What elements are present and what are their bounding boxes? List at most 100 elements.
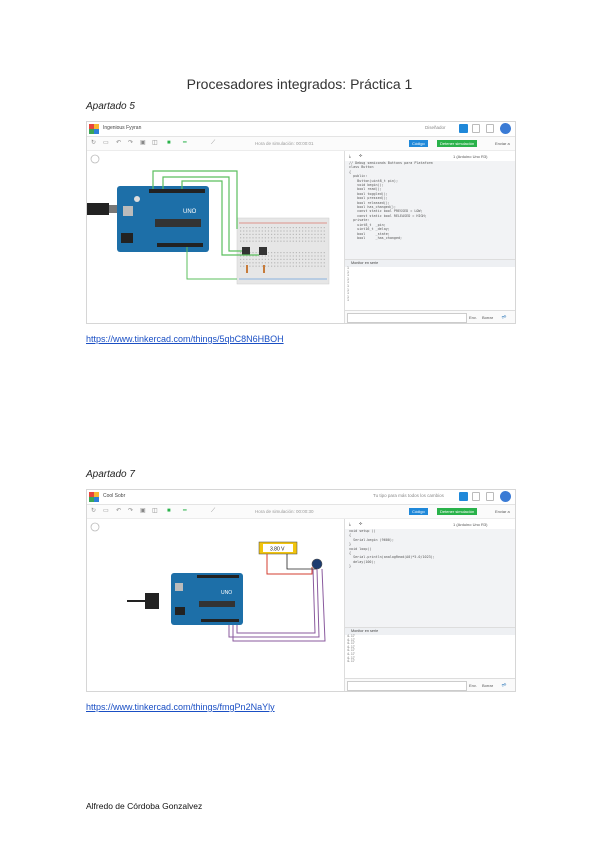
share-button[interactable]: Enviar a <box>495 509 510 514</box>
undo-icon[interactable]: ↶ <box>116 140 122 146</box>
tinkercad-screenshot-2: Cool Sobr Tu tipo para más todos los cam… <box>86 489 516 692</box>
code-editor[interactable]: // Debug semiconds Buttons para Platafor… <box>345 161 515 259</box>
app-topbar: Ingenious Fyyran Diseñador <box>87 122 515 137</box>
wire-type-icon[interactable]: ━ <box>183 140 187 146</box>
analog-header <box>157 243 203 247</box>
code-editor[interactable]: void setup (){ Serial.begin (9600);}void… <box>345 529 515 627</box>
serial-monitor-header[interactable]: Monitor en serie <box>345 259 515 267</box>
serial-clear-button[interactable]: Borrar <box>482 683 494 688</box>
wire-type-icon[interactable]: ━ <box>183 508 187 514</box>
wire-tool-icon[interactable]: ⟋ <box>211 140 216 146</box>
board-select[interactable]: 1 (Arduino Uno R3) <box>453 522 488 527</box>
section-heading-apartado-5: Apartado 5 <box>86 101 135 112</box>
serial-line: 4.17 <box>347 651 355 656</box>
serial-line: 1 <box>347 269 349 274</box>
stop-simulation-button[interactable]: Detener simulación <box>437 140 478 147</box>
top-label: Tu tipo para más todos los cambios <box>373 493 444 498</box>
color-green-icon[interactable]: ■ <box>167 140 171 146</box>
code-line: } <box>349 564 352 569</box>
upload-icon[interactable]: ⤓ <box>349 153 351 158</box>
wire-tool-icon[interactable]: ⟋ <box>211 508 216 514</box>
code-panel: ⤓ ✣ 1 (Arduino Uno R3) void setup (){ Se… <box>344 519 515 691</box>
rotate-icon[interactable]: ↻ <box>91 508 97 514</box>
tinkercad-link-2[interactable]: https://www.tinkercad.com/things/fmgPn2N… <box>86 702 275 712</box>
code-line: uint16_t _delay; <box>349 227 390 232</box>
serial-send-button[interactable]: Env. <box>469 683 477 688</box>
redo-icon[interactable]: ↷ <box>128 140 134 146</box>
delete-icon[interactable]: ▭ <box>103 508 109 514</box>
redo-icon[interactable]: ↷ <box>128 508 134 514</box>
circuit-view-button[interactable] <box>459 124 468 133</box>
serial-line: 1 <box>347 280 349 285</box>
graph-icon[interactable]: ⩫ <box>501 314 507 321</box>
code-button[interactable]: Código <box>409 140 428 147</box>
digital-header <box>149 189 205 193</box>
microcontroller-chip <box>199 601 235 607</box>
circuit-canvas[interactable]: UNO <box>87 151 345 323</box>
debug-icon[interactable]: ✣ <box>359 153 363 158</box>
circuit-view-button[interactable] <box>459 492 468 501</box>
note-icon[interactable]: ▣ <box>140 140 146 146</box>
delete-icon[interactable]: ▭ <box>103 140 109 146</box>
schematic-view-button[interactable] <box>472 124 480 133</box>
top-label: Diseñador <box>425 125 446 130</box>
color-green-icon[interactable]: ■ <box>167 508 171 514</box>
graph-icon[interactable]: ⩫ <box>501 682 507 689</box>
wire-green-2 <box>162 176 242 252</box>
debug-icon[interactable]: ✣ <box>359 521 363 526</box>
editor-toolbar: ↻ ▭ ↶ ↷ ▣ ◫ ■ ━ ⟋ Hora de simulación: 00… <box>87 505 515 519</box>
user-avatar[interactable] <box>500 491 511 502</box>
code-line: bool _has_changed; <box>349 235 403 240</box>
upload-icon[interactable]: ⤓ <box>349 521 351 526</box>
board-select[interactable]: 1 (Arduino Uno R3) <box>453 154 488 159</box>
project-name[interactable]: Ingenious Fyyran <box>103 125 142 131</box>
serial-input[interactable] <box>347 681 467 691</box>
resistor-1 <box>246 265 248 273</box>
serial-input-bar: Env. Borrar ⩫ <box>345 678 515 691</box>
serial-send-button[interactable]: Env. <box>469 315 477 320</box>
potentiometer <box>311 558 323 570</box>
power-jack <box>121 233 133 243</box>
code-line: } <box>349 542 352 547</box>
serial-line: 1 <box>347 298 349 303</box>
tinkercad-logo <box>89 492 99 502</box>
serial-line: 1 <box>347 283 349 288</box>
usb-port <box>175 583 183 591</box>
editor-toolbar: ↻ ▭ ↶ ↷ ▣ ◫ ■ ━ ⟋ Hora de simulación: 00… <box>87 137 515 151</box>
schematic-view-button[interactable] <box>472 492 480 501</box>
flip-icon[interactable]: ◫ <box>152 140 158 146</box>
rotate-icon[interactable]: ↻ <box>91 140 97 146</box>
serial-monitor-header[interactable]: Monitor en serie <box>345 627 515 635</box>
tinkercad-screenshot-1: Ingenious Fyyran Diseñador ↻ ▭ ↶ ↷ ▣ ◫ ■… <box>86 121 516 324</box>
stop-simulation-button[interactable]: Detener simulación <box>437 508 478 515</box>
code-button[interactable]: Código <box>409 508 428 515</box>
flip-icon[interactable]: ◫ <box>152 508 158 514</box>
user-avatar[interactable] <box>500 123 511 134</box>
share-button[interactable]: Enviar a <box>495 141 510 146</box>
wire-black <box>286 554 317 570</box>
circuit-canvas[interactable]: UNO 3.80 V <box>87 519 345 691</box>
usb-cable <box>87 203 109 215</box>
serial-input[interactable] <box>347 313 467 323</box>
author-name: Alfredo de Córdoba Gonzalvez <box>86 801 203 811</box>
undo-icon[interactable]: ↶ <box>116 508 122 514</box>
usb-plug <box>109 205 119 213</box>
tinkercad-logo <box>89 124 99 134</box>
note-icon[interactable]: ▣ <box>140 508 146 514</box>
list-view-button[interactable] <box>486 124 494 133</box>
code-line: void setup () <box>349 529 376 533</box>
list-view-button[interactable] <box>486 492 494 501</box>
uno-logo: UNO <box>221 590 232 596</box>
serial-clear-button[interactable]: Borrar <box>482 315 494 320</box>
code-line: Button(uint8_t pin); <box>349 178 398 183</box>
project-name[interactable]: Cool Sobr <box>103 493 126 499</box>
microcontroller-chip <box>155 219 201 227</box>
code-line: { <box>349 169 352 174</box>
serial-line: 4.17 <box>347 655 355 660</box>
code-line: void begin(); <box>349 183 384 188</box>
push-button-2 <box>259 247 267 255</box>
arduino-uno-board <box>171 573 243 625</box>
tinkercad-link-1[interactable]: https://www.tinkercad.com/things/5qbC8N6… <box>86 334 284 344</box>
serial-line: 1 <box>347 287 349 292</box>
